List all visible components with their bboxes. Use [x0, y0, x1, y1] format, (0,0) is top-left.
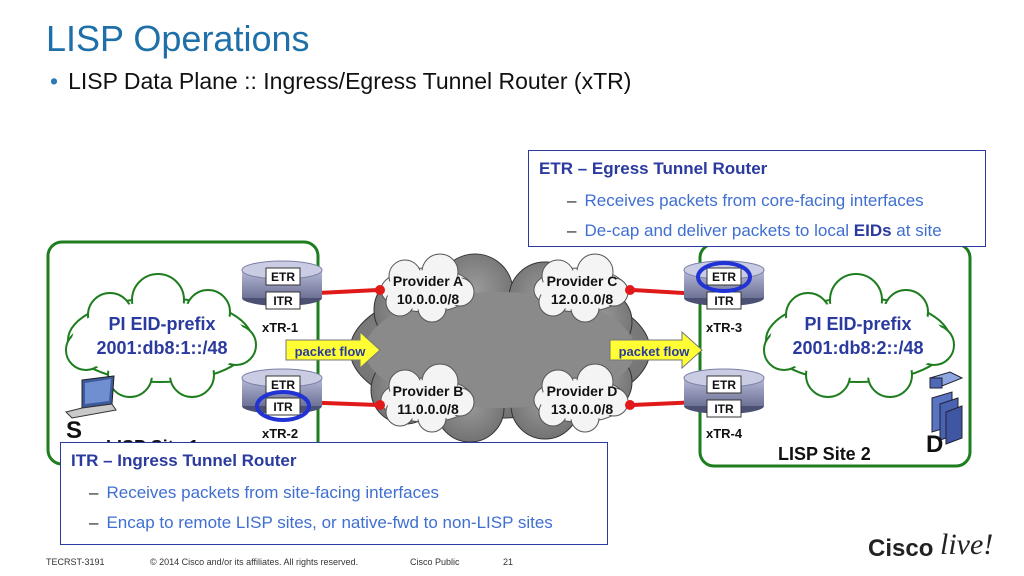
xtr-1-name: xTR-1 [262, 320, 298, 335]
site-2-eid-prefix: 2001:db8:2::/48 [792, 338, 923, 358]
footer-page-number: 21 [503, 557, 514, 567]
page-title: LISP Operations [46, 18, 310, 59]
etr-callout-item-1: –Receives packets from core-facing inter… [567, 191, 924, 210]
provider-c-cloud [533, 253, 629, 323]
site-2-eid-title: PI EID-prefix [804, 314, 911, 334]
itr-callout-title: ITR – Ingress Tunnel Router [71, 451, 297, 470]
subtitle-text: LISP Data Plane :: Ingress/Egress Tunnel… [68, 68, 632, 94]
etr-callout: ETR – Egress Tunnel Router –Receives pac… [528, 150, 986, 247]
packet-flow-arrow-left [285, 330, 381, 370]
xtr-1-etr-label: ETR [271, 270, 295, 284]
itr-callout-item-1: –Receives packets from site-facing inter… [89, 483, 440, 502]
router-xtr-4 [683, 368, 765, 418]
etr-item-2-text: De-cap and deliver packets to local [584, 221, 854, 240]
site-1-eid-cloud [65, 273, 257, 398]
etr-item-2-bold: EIDs [853, 221, 892, 240]
bullet-icon: • [50, 68, 59, 94]
etr-callout-item-2: –De-cap and deliver packets to local EID… [567, 221, 942, 240]
xtr-3-itr-label: ITR [714, 294, 734, 308]
provider-d-name: Provider D [547, 383, 618, 399]
xtr-2-etr-label: ETR [271, 378, 295, 392]
provider-c-prefix: 12.0.0.0/8 [551, 291, 613, 307]
xtr-4-etr-label: ETR [712, 378, 736, 392]
provider-b-prefix: 11.0.0.0/8 [397, 401, 459, 417]
laptop-icon [65, 375, 117, 419]
server-stack-icon [928, 371, 964, 445]
xtr-4-name: xTR-4 [706, 426, 743, 441]
site-2-label: LISP Site 2 [778, 444, 871, 464]
router-xtr-3 [683, 260, 765, 310]
footer-session-code: TECRST-3191 [46, 557, 105, 567]
itr-highlight-ring [255, 390, 311, 422]
xtr-2-name: xTR-2 [262, 426, 298, 441]
xtr-3-etr-label: ETR [712, 270, 736, 284]
footer-copyright: © 2014 Cisco and/or its affiliates. All … [150, 557, 359, 567]
site-2-eid-cloud [763, 273, 955, 398]
site-1-eid-prefix: 2001:db8:1::/48 [96, 338, 227, 358]
provider-b-name: Provider B [393, 383, 464, 399]
itr-item-2-text: Encap to remote LISP sites, or native-fw… [106, 513, 553, 532]
provider-d-cloud [533, 363, 629, 433]
provider-a-cloud [380, 253, 475, 323]
etr-item-2-tail: at site [891, 221, 942, 240]
subtitle: • LISP Data Plane :: Ingress/Egress Tunne… [50, 68, 631, 95]
packet-flow-arrow-right [609, 330, 703, 370]
cisco-live-logo: Cisco live! [868, 528, 993, 562]
source-host-label: S [66, 417, 82, 444]
provider-c-name: Provider C [547, 273, 618, 289]
itr-callout-item-2: –Encap to remote LISP sites, or native-f… [89, 513, 553, 532]
xtr-1-itr-label: ITR [273, 294, 293, 308]
router-xtr-1 [241, 260, 323, 310]
site-1-eid-title: PI EID-prefix [108, 314, 215, 334]
provider-b-cloud [380, 363, 475, 433]
destination-host-label: D [926, 431, 943, 458]
packet-flow-label-left: packet flow [295, 344, 367, 359]
xtr-3-name: xTR-3 [706, 320, 742, 335]
logo-brand: Cisco [868, 535, 933, 562]
xtr-4-itr-label: ITR [714, 402, 734, 416]
itr-item-1-text: Receives packets from site-facing interf… [106, 483, 440, 502]
packet-flow-label-right: packet flow [619, 344, 691, 359]
provider-a-name: Provider A [393, 273, 463, 289]
provider-d-prefix: 13.0.0.0/8 [551, 401, 613, 417]
etr-item-1-text: Receives packets from core-facing interf… [584, 191, 924, 210]
itr-callout: ITR – Ingress Tunnel Router –Receives pa… [60, 442, 608, 545]
etr-highlight-ring [696, 261, 752, 293]
footer-classification: Cisco Public [410, 557, 460, 567]
logo-event: live! [940, 528, 993, 561]
etr-callout-title: ETR – Egress Tunnel Router [539, 159, 768, 178]
xtr-2-itr-label: ITR [273, 400, 293, 414]
provider-a-prefix: 10.0.0.0/8 [397, 291, 459, 307]
